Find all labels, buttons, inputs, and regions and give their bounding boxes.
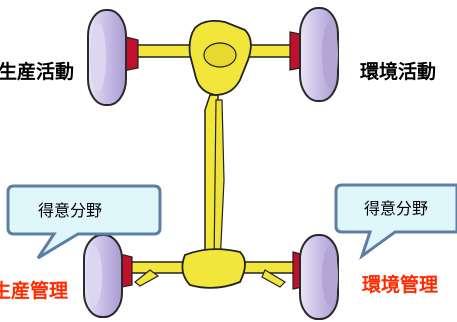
bubble-left-text: 得意分野 (38, 201, 103, 220)
label-environment-activity: 環境活動 (360, 61, 437, 83)
bubble-left (6, 184, 162, 260)
tire-rear-right (299, 234, 339, 320)
tire-rear-left (83, 234, 123, 318)
bubble-right-text: 得意分野 (364, 199, 429, 218)
front-axle (129, 19, 301, 96)
label-production-activity: 生産活動 (0, 61, 75, 83)
label-production-management: 生産管理 (0, 280, 69, 302)
rear-axle (124, 248, 306, 289)
tire-front-left (87, 9, 127, 106)
label-environment-management: 環境管理 (362, 274, 439, 296)
drive-shaft (204, 94, 225, 271)
bubble-right (334, 183, 457, 260)
tire-front-right (299, 7, 339, 102)
